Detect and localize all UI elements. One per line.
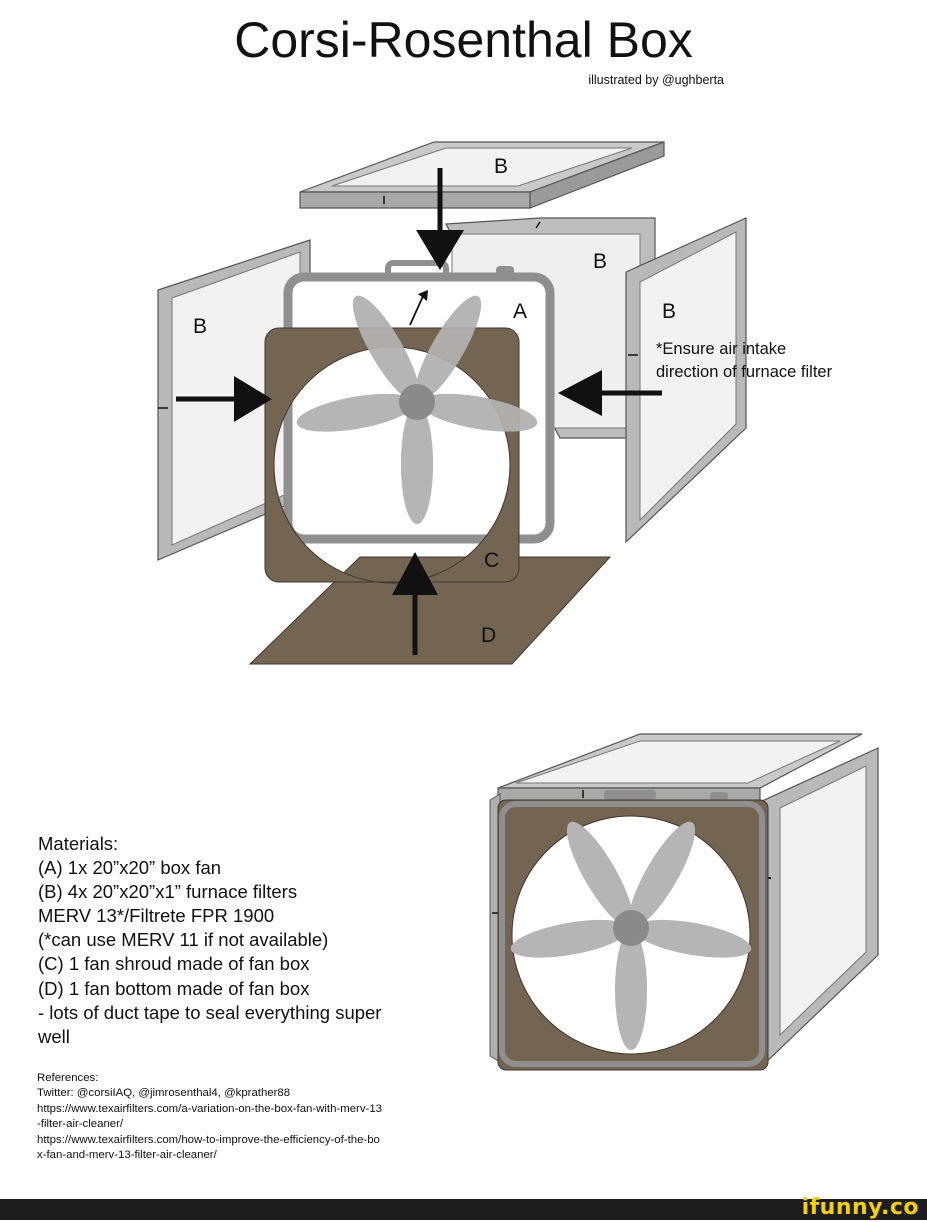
- fan-shroud-cardboard: [264, 327, 520, 584]
- filter-direction-note-line1: *Ensure air intake: [656, 340, 786, 358]
- materials-line: - lots of duct tape to seal everything s…: [38, 1001, 382, 1023]
- materials-list: Materials: (A) 1x 20”x20” box fan (B) 4x…: [38, 832, 438, 1049]
- materials-line: (C) 1 fan shroud made of fan box: [38, 953, 310, 975]
- airflow-arrow-left: [176, 376, 272, 422]
- watermark-bar: ifunny.co: [0, 1195, 927, 1220]
- fan-blades: [294, 288, 540, 524]
- airflow-arrow-right: [558, 370, 662, 416]
- label-bottom: D: [481, 624, 496, 647]
- references-line: Twitter: @corsiIAQ, @jimrosenthal4, @kpr…: [37, 1087, 291, 1100]
- materials-line: MERV 13*/Filtrete FPR 1900: [38, 905, 275, 927]
- assembled-right-filter: [759, 747, 879, 1070]
- exploded-diagram: B B B B A C D *Ensure air intake directi…: [157, 141, 833, 665]
- reference-link: https://www.texairfilters.com/a-variatio…: [37, 1102, 382, 1115]
- label-filter-right: B: [662, 300, 676, 323]
- reference-link: -filter-air-cleaner/: [37, 1118, 124, 1131]
- materials-line: well: [38, 1025, 70, 1047]
- reference-link: x-fan-and-merv-13-filter-air-cleaner/: [37, 1149, 217, 1162]
- ifunny-logo: ifunny.co: [801, 1195, 919, 1220]
- filter-right: [625, 217, 747, 544]
- label-filter-left: B: [193, 315, 207, 338]
- assembled-top-filter: [497, 733, 863, 803]
- illustrator-credit: illustrated by @ughberta: [588, 73, 724, 87]
- label-filter-top: B: [494, 155, 508, 178]
- filter-direction-note-line2: direction of furnace filter: [656, 363, 833, 381]
- fan-bottom-cardboard: [248, 556, 612, 665]
- reference-link: https://www.texairfilters.com/how-to-imp…: [37, 1133, 380, 1146]
- label-filter-back: B: [593, 250, 607, 273]
- assembled-fan-hub: [613, 910, 649, 946]
- materials-line: (*can use MERV 11 if not available): [38, 929, 329, 951]
- materials-heading: Materials:: [38, 833, 119, 854]
- materials-line: (B) 4x 20”x20”x1” furnace filters: [38, 881, 298, 903]
- assembled-box-diagram: [489, 733, 879, 1071]
- page-title: Corsi-Rosenthal Box: [234, 12, 693, 68]
- label-fan: A: [513, 300, 527, 323]
- label-shroud: C: [484, 549, 499, 572]
- airflow-arrow-bottom: [392, 552, 438, 655]
- materials-line: (D) 1 fan bottom made of fan box: [38, 977, 310, 999]
- fan-direction-arrow: [409, 290, 428, 326]
- fan-hub: [399, 384, 435, 420]
- filter-top: [299, 141, 665, 209]
- assembled-fan-front: [497, 799, 769, 1071]
- references-list: References: Twitter: @corsiIAQ, @jimrose…: [37, 1071, 457, 1163]
- airflow-arrow-top: [416, 168, 464, 270]
- materials-line: (A) 1x 20”x20” box fan: [38, 857, 222, 879]
- references-heading: References:: [37, 1072, 99, 1084]
